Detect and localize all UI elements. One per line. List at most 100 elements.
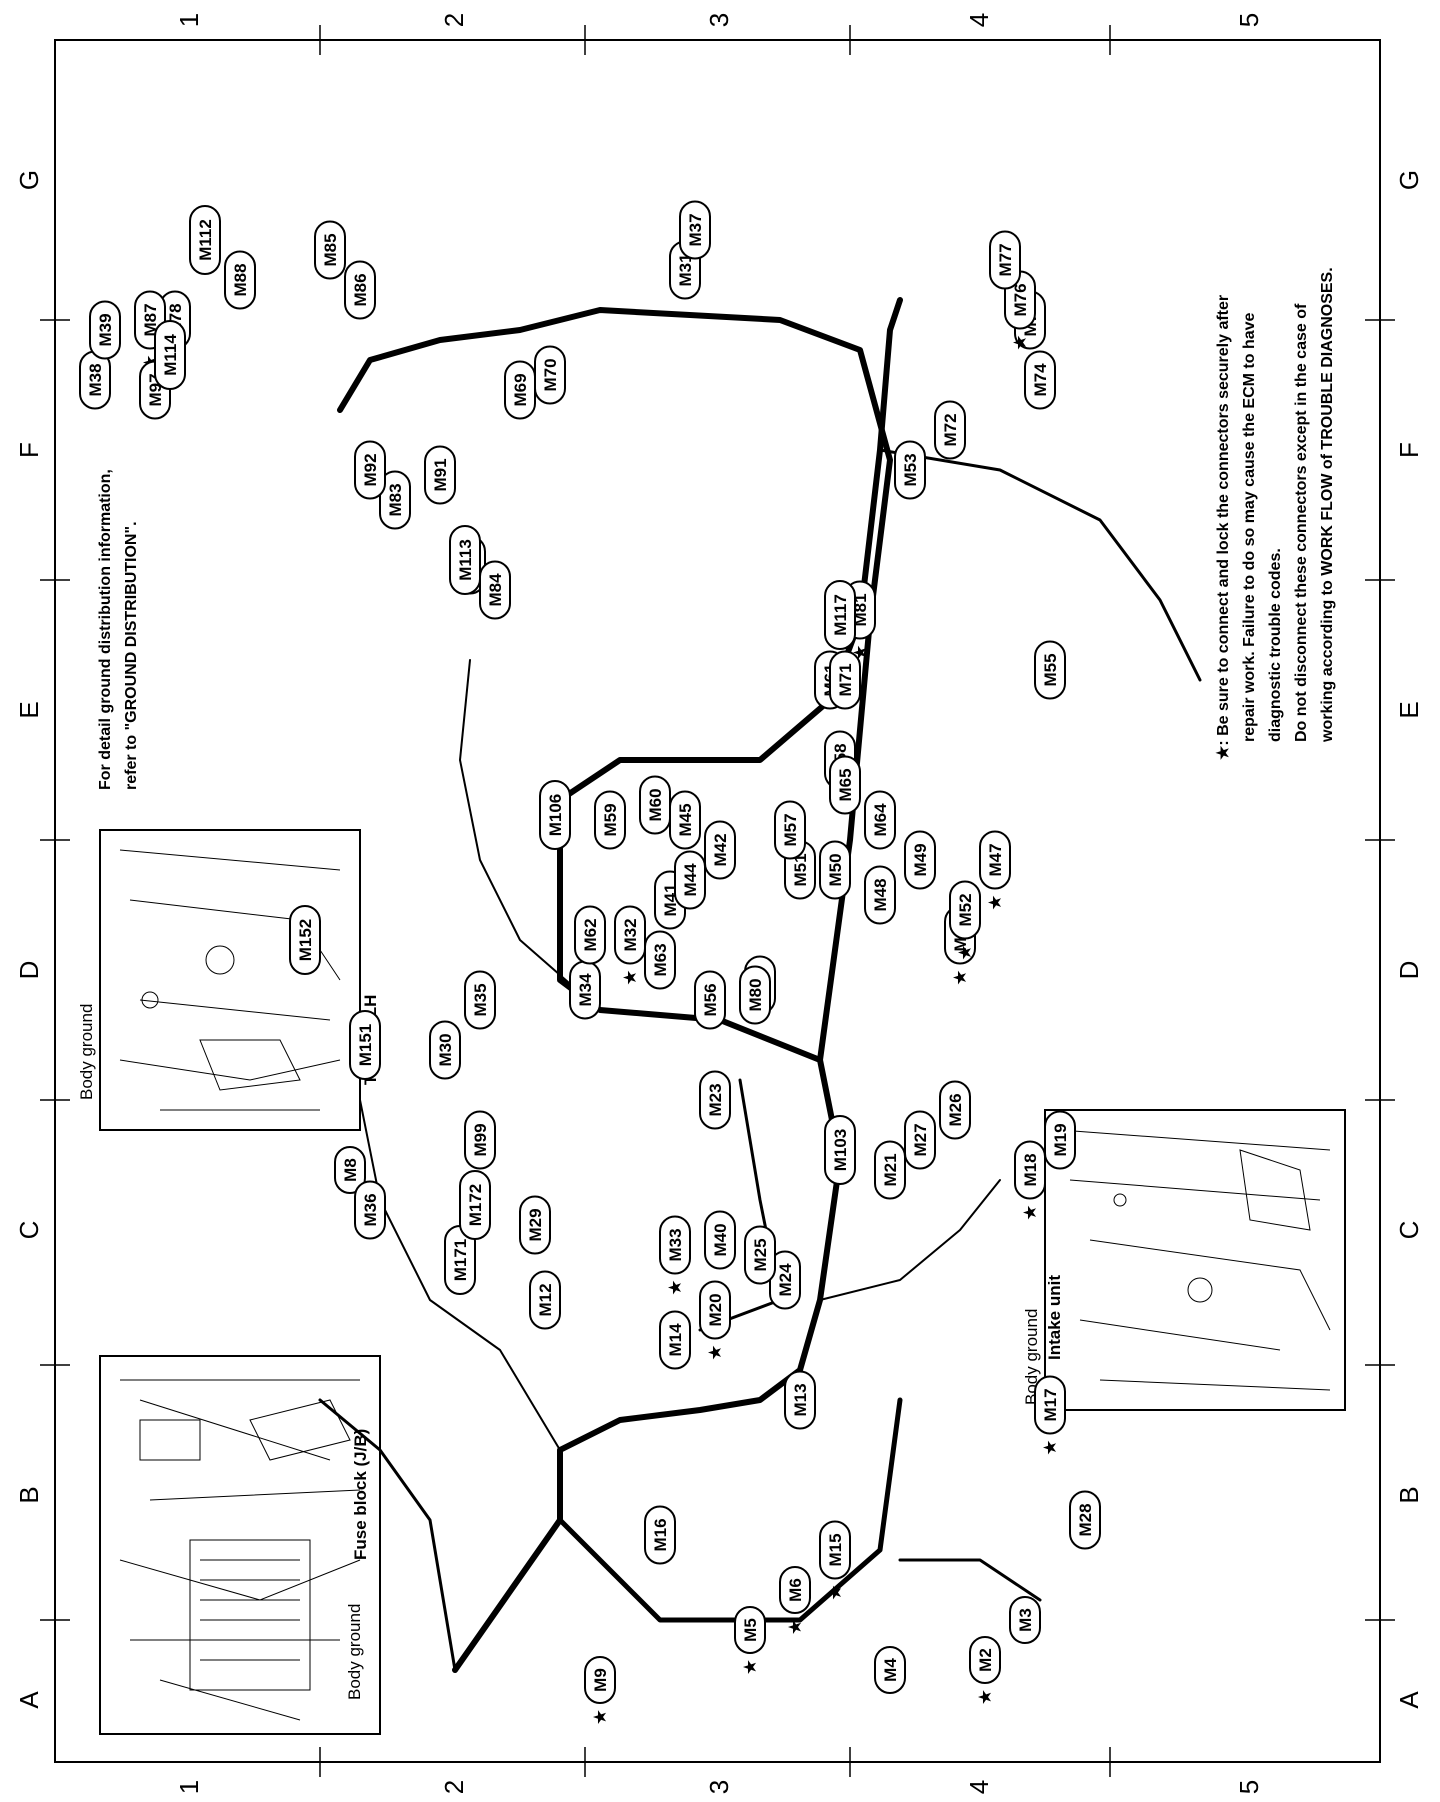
connector-id: M103 bbox=[831, 1129, 850, 1172]
grid-col-F: F bbox=[14, 442, 44, 458]
connector-badge bbox=[989, 230, 1021, 290]
connector-badge bbox=[1014, 1140, 1046, 1200]
svg-text:★: Be sure to connect and lock: ★: Be sure to connect and lock the conne… bbox=[1215, 295, 1232, 760]
connector-id: M36 bbox=[361, 1193, 380, 1226]
connector-badge bbox=[824, 580, 856, 650]
svg-text:Fuse block (J/B): Fuse block (J/B) bbox=[351, 1429, 370, 1560]
connector-m6: M6 ★ bbox=[779, 1566, 811, 1635]
grid-row-5: 5 bbox=[1234, 13, 1264, 27]
connector-id: M51 bbox=[791, 853, 810, 886]
connector-id: M4 bbox=[881, 1658, 900, 1682]
connector-id: M74 bbox=[1031, 363, 1050, 397]
connector-badge bbox=[934, 400, 966, 460]
star-mark: ★ bbox=[785, 1619, 805, 1635]
connector-id: M52 bbox=[956, 893, 975, 926]
connector-m74: M74 bbox=[1024, 350, 1056, 410]
connector-id: M6 bbox=[786, 1578, 805, 1602]
grid-row-4: 4 bbox=[964, 1780, 994, 1794]
connector-id: M19 bbox=[1051, 1123, 1070, 1156]
connector-badge bbox=[699, 1280, 731, 1340]
connector-m84: M84 bbox=[479, 560, 511, 620]
connector-badge bbox=[1069, 1490, 1101, 1550]
connector-id: M31 bbox=[676, 253, 695, 286]
connector-m99: M99 bbox=[464, 1110, 496, 1170]
connector-m18: M18★ bbox=[1014, 1140, 1046, 1221]
connector-m16: M16 bbox=[644, 1505, 676, 1565]
connector-badge bbox=[644, 1505, 676, 1565]
connector-id: M45 bbox=[676, 803, 695, 836]
star-mark: ★ bbox=[705, 1344, 725, 1360]
svg-text:B: B bbox=[14, 1486, 44, 1503]
connector-id: M50 bbox=[826, 853, 845, 886]
connector-id: M117 bbox=[831, 594, 850, 636]
connector-badge bbox=[154, 320, 186, 390]
connector-id: M20 bbox=[706, 1293, 725, 1326]
connector-id: M44 bbox=[681, 863, 700, 897]
connector-id: M71 bbox=[836, 663, 855, 696]
grid-row-3: 3 bbox=[704, 13, 734, 27]
connector-id: M106 bbox=[546, 794, 565, 837]
connector-m47: M47★ bbox=[979, 830, 1011, 911]
connector-id: M5 bbox=[741, 1618, 760, 1642]
connector-badge bbox=[659, 1310, 691, 1370]
connector-m42: M42 bbox=[704, 820, 736, 880]
svg-text:Body ground: Body ground bbox=[77, 1004, 96, 1100]
star-mark: ★ bbox=[740, 1659, 760, 1675]
grid-row-4: 4 bbox=[964, 13, 994, 27]
connector-id: M25 bbox=[751, 1238, 770, 1271]
connector-m62: M62 bbox=[574, 905, 606, 965]
grid-col-G: G bbox=[14, 170, 44, 190]
connector-m9: M9★ bbox=[584, 1656, 616, 1725]
connector-m48: M48 bbox=[864, 865, 896, 925]
connector-badge bbox=[349, 1010, 381, 1080]
connector-badge bbox=[224, 250, 256, 310]
ground-note: For detail ground distribution informati… bbox=[97, 469, 140, 790]
connector-id: M16 bbox=[651, 1518, 670, 1551]
connector-id: M8 bbox=[341, 1158, 360, 1182]
connector-m171: M171 bbox=[444, 1225, 476, 1295]
connector-badge bbox=[539, 780, 571, 850]
connector-m14: M14 bbox=[659, 1310, 691, 1370]
connector-m63: M63 bbox=[644, 930, 676, 990]
connector-m44: M44 bbox=[674, 850, 706, 910]
grid-row-2: 2 bbox=[439, 13, 469, 27]
connector-badge bbox=[314, 220, 346, 280]
connector-m34: M34 bbox=[569, 960, 601, 1020]
grid-col-E: E bbox=[1394, 701, 1424, 718]
connector-badge bbox=[819, 1520, 851, 1580]
connector-id: M92 bbox=[361, 453, 380, 486]
svg-text:4: 4 bbox=[964, 13, 994, 27]
connector-m59: M59 bbox=[594, 790, 626, 850]
connector-badge bbox=[824, 1115, 856, 1185]
grid-row-1: 1 bbox=[174, 1780, 204, 1794]
connector-m15: M15★ bbox=[819, 1520, 851, 1601]
connector-id: M17 bbox=[1041, 1388, 1060, 1421]
connector-labels: M2★M3M4M5★M6★M8M9★M12M13M14M15★M16M17★M1… bbox=[79, 200, 1101, 1725]
connector-id: M18 bbox=[1021, 1153, 1040, 1186]
connector-id: M172 bbox=[466, 1184, 485, 1227]
connector-badge bbox=[479, 560, 511, 620]
connector-m69: M69 bbox=[504, 360, 536, 420]
inset-fuse-label: Fuse block (J/B) bbox=[351, 1429, 370, 1560]
connector-badge bbox=[949, 880, 981, 940]
connector-id: M152 bbox=[296, 919, 315, 962]
connector-m64: M64 bbox=[864, 790, 896, 850]
grid-row-1: 1 bbox=[174, 13, 204, 27]
connector-id: M47 bbox=[986, 843, 1005, 876]
svg-text:4: 4 bbox=[964, 1780, 994, 1794]
star-mark: ★ bbox=[620, 969, 640, 985]
connector-badge bbox=[874, 1140, 906, 1200]
connector-m27: M27 bbox=[904, 1110, 936, 1170]
svg-text:C: C bbox=[14, 1221, 44, 1240]
grid-col-E: E bbox=[14, 701, 44, 718]
svg-text:Body ground: Body ground bbox=[1022, 1309, 1041, 1405]
connector-id: M112 bbox=[196, 219, 215, 261]
connector-m52: M52★ bbox=[949, 880, 981, 961]
connector-id: M60 bbox=[646, 788, 665, 821]
connector-m25: M25 bbox=[744, 1225, 776, 1285]
svg-text:Do not disconnect these connec: Do not disconnect these connectors excep… bbox=[1293, 303, 1310, 742]
connector-badge bbox=[1009, 1596, 1041, 1644]
connector-m37: M37 bbox=[679, 200, 711, 260]
star-mark: ★ bbox=[825, 1584, 845, 1600]
